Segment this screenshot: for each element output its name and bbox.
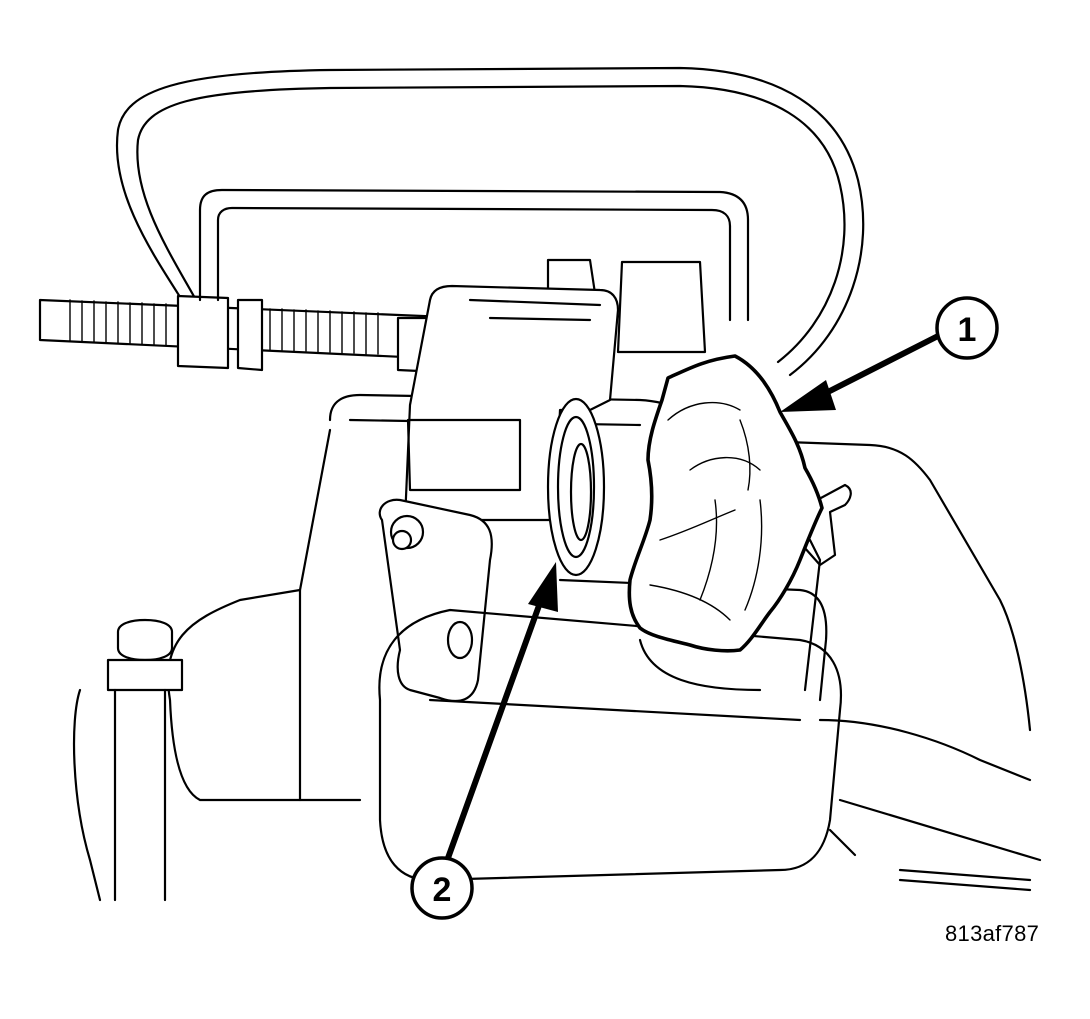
- wheel-stud: [72, 618, 184, 902]
- callout-2-number: 2: [433, 871, 452, 909]
- caliper-guide-pin: [378, 498, 493, 703]
- caliper-piston-housing: [403, 284, 620, 577]
- figure-id: 813af787: [945, 921, 1040, 946]
- callout-1-number: 1: [958, 311, 977, 349]
- callout-1: 1: [935, 296, 999, 360]
- c-clamp-frame: [198, 188, 750, 354]
- callout-1-circle: [935, 296, 999, 360]
- brake-hose: [115, 66, 865, 377]
- clamp-threaded-rod: [38, 294, 472, 374]
- rotor-hub: [378, 578, 843, 882]
- callout-2: 2: [410, 856, 474, 920]
- callout-2-circle: [410, 856, 474, 920]
- leader-lines: [445, 333, 941, 861]
- axle-housing-lines: [818, 718, 1042, 892]
- shop-rag: [627, 354, 824, 653]
